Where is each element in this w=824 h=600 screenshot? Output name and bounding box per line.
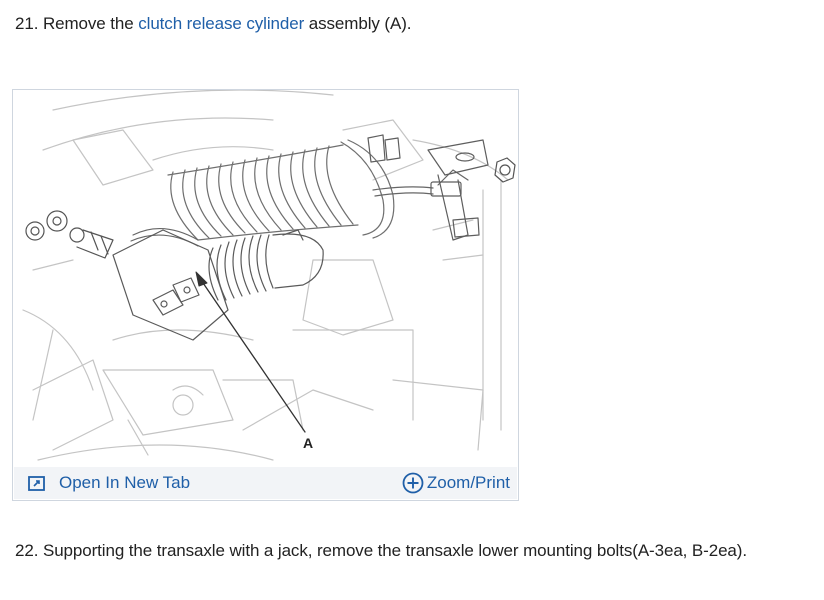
zoom-print-button[interactable]: Zoom/Print bbox=[402, 467, 510, 499]
step-22-text: 22. Supporting the transaxle with a jack… bbox=[15, 541, 747, 560]
plus-circle-icon bbox=[402, 472, 424, 494]
figure-toolbar: Open In New Tab Zoom/Print bbox=[14, 467, 517, 499]
zoom-print-label: Zoom/Print bbox=[426, 473, 510, 492]
open-in-new-tab-label: Open In New Tab bbox=[59, 473, 191, 492]
step-21-prefix: 21. Remove the bbox=[15, 14, 139, 33]
step-21-text: 21. Remove the clutch release cylinder a… bbox=[15, 14, 411, 34]
clutch-release-cylinder-link[interactable]: clutch release cylinder bbox=[138, 14, 305, 33]
figure-panel: A Open In New Tab Zoom/Print bbox=[12, 89, 519, 501]
open-in-new-tab-button[interactable]: Open In New Tab bbox=[28, 467, 190, 499]
callout-label-a: A bbox=[303, 435, 313, 451]
step-21-suffix: assembly (A). bbox=[304, 14, 412, 33]
open-in-new-tab-icon bbox=[28, 475, 45, 491]
clutch-release-cylinder-illustration: A bbox=[22, 90, 516, 461]
